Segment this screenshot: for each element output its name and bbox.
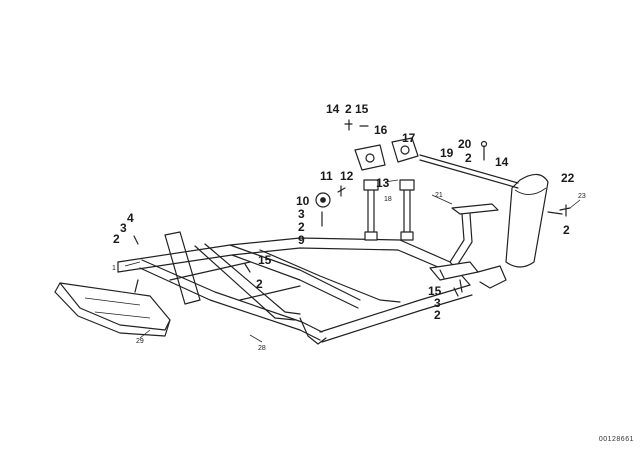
callout-12: 12	[340, 169, 354, 183]
callout-29: 29	[136, 338, 144, 345]
callout-13: 13	[376, 176, 390, 190]
frame-crossmembers	[164, 231, 327, 345]
callout-18: 18	[384, 196, 392, 203]
callout-22: 22	[561, 171, 575, 185]
callout-1: 1	[112, 265, 116, 272]
callout-2-center: 2	[256, 277, 263, 291]
callout-21: 21	[435, 192, 443, 199]
callout-3-mid: 3	[298, 207, 305, 221]
callout-3-lower-right: 3	[434, 296, 441, 310]
pin-20	[480, 140, 488, 161]
callout-15-center: 15	[258, 253, 272, 267]
callout-20: 20	[458, 137, 472, 151]
small-bolts	[133, 211, 463, 293]
callout-10: 10	[296, 194, 310, 208]
callout-19: 19	[440, 146, 454, 160]
callout-15-top: 15	[355, 102, 369, 116]
upper-mounts	[344, 119, 419, 171]
mount-10	[315, 185, 346, 208]
callout-2-right: 2	[465, 151, 472, 165]
callout-2-mid: 2	[298, 220, 305, 234]
shock-absorbers	[363, 179, 415, 241]
leader-lines	[124, 179, 581, 343]
callout-4: 4	[127, 211, 134, 225]
callout-14-top: 14	[326, 102, 340, 116]
callout-3-left: 3	[120, 221, 127, 235]
callout-15-lower-right: 15	[428, 284, 442, 298]
callout-14-right: 14	[495, 155, 509, 169]
callout-2-far-right: 2	[563, 223, 570, 237]
frame-rails	[117, 237, 473, 343]
skid-plate	[54, 279, 171, 337]
callout-2-top: 2	[345, 102, 352, 116]
right-suspension	[429, 203, 507, 297]
document-id: 00128661	[598, 436, 634, 443]
callout-28: 28	[258, 345, 266, 352]
tank-22	[505, 173, 571, 268]
callout-16: 16	[374, 123, 388, 137]
callout-11: 11	[320, 169, 333, 183]
callout-17: 17	[402, 131, 416, 145]
callout-23: 23	[578, 193, 586, 200]
callout-2-lower-right: 2	[434, 308, 441, 322]
callout-2-left: 2	[113, 232, 120, 246]
rod-19	[419, 154, 519, 189]
callout-9: 9	[298, 233, 305, 247]
